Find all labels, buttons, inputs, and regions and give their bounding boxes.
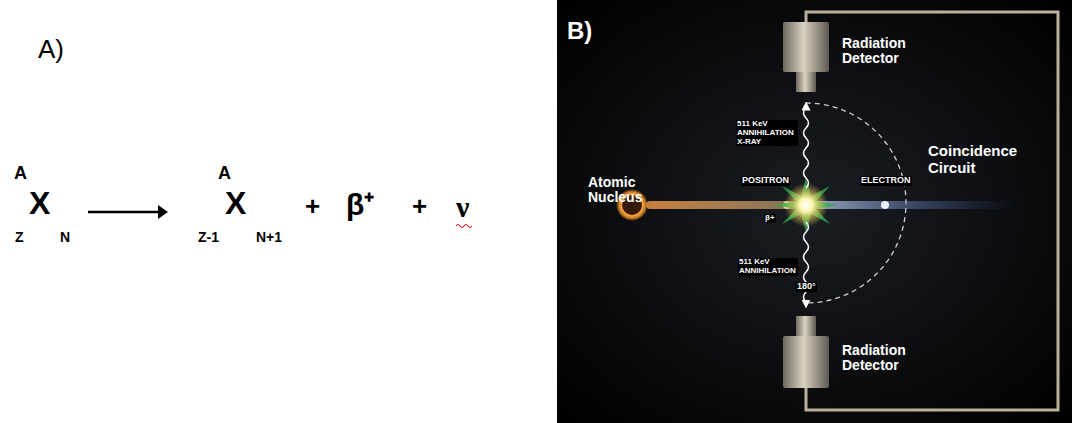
element-symbol: X xyxy=(29,186,50,221)
positron-beam xyxy=(646,201,796,209)
annihilation-spikes xyxy=(774,178,838,232)
panel-letter: B) xyxy=(567,18,592,44)
nucleus-label: Atomic Nucleus xyxy=(588,175,650,206)
photon-label: 511 KeV ANNIHILATION X-RAY xyxy=(736,120,798,146)
mass-number: A xyxy=(218,164,231,184)
neutrino-symbol: ν xyxy=(456,190,469,223)
coincidence-wire xyxy=(806,12,1058,410)
reaction-arrow xyxy=(88,211,158,214)
gamma-ray-up xyxy=(804,106,809,188)
neutron-number: N xyxy=(60,230,70,245)
particle-label: POSITRON xyxy=(741,176,790,186)
photon-label: 511 KeV ANNIHILATION xyxy=(738,258,798,276)
atomic-number: Z xyxy=(15,230,24,245)
beta-label: β+ xyxy=(764,214,776,223)
plus-sign: + xyxy=(412,192,427,221)
detector-top xyxy=(783,22,829,92)
detector-bottom xyxy=(783,316,829,388)
neutron-number: N+1 xyxy=(256,230,282,245)
electron-beam xyxy=(816,201,1016,209)
plus-sign: + xyxy=(305,192,320,221)
angle-label: 180° xyxy=(796,282,817,292)
panel-letter: A) xyxy=(38,35,64,64)
arrow-head xyxy=(158,205,168,219)
atomic-number: Z-1 xyxy=(198,230,219,245)
positron-symbol: β⁺ xyxy=(346,188,374,221)
annihilation-glow xyxy=(784,183,828,227)
particle-label: ELECTRON xyxy=(860,176,912,186)
dark-panel xyxy=(557,0,1072,423)
element-symbol: X xyxy=(225,186,246,221)
detector-label: Radiation Detector xyxy=(842,343,926,374)
spell-underline xyxy=(456,225,472,228)
circuit-label: Coincidence Circuit xyxy=(928,143,1032,176)
detector-label: Radiation Detector xyxy=(842,36,926,67)
electron-dot xyxy=(881,201,889,209)
mass-number: A xyxy=(14,164,27,184)
